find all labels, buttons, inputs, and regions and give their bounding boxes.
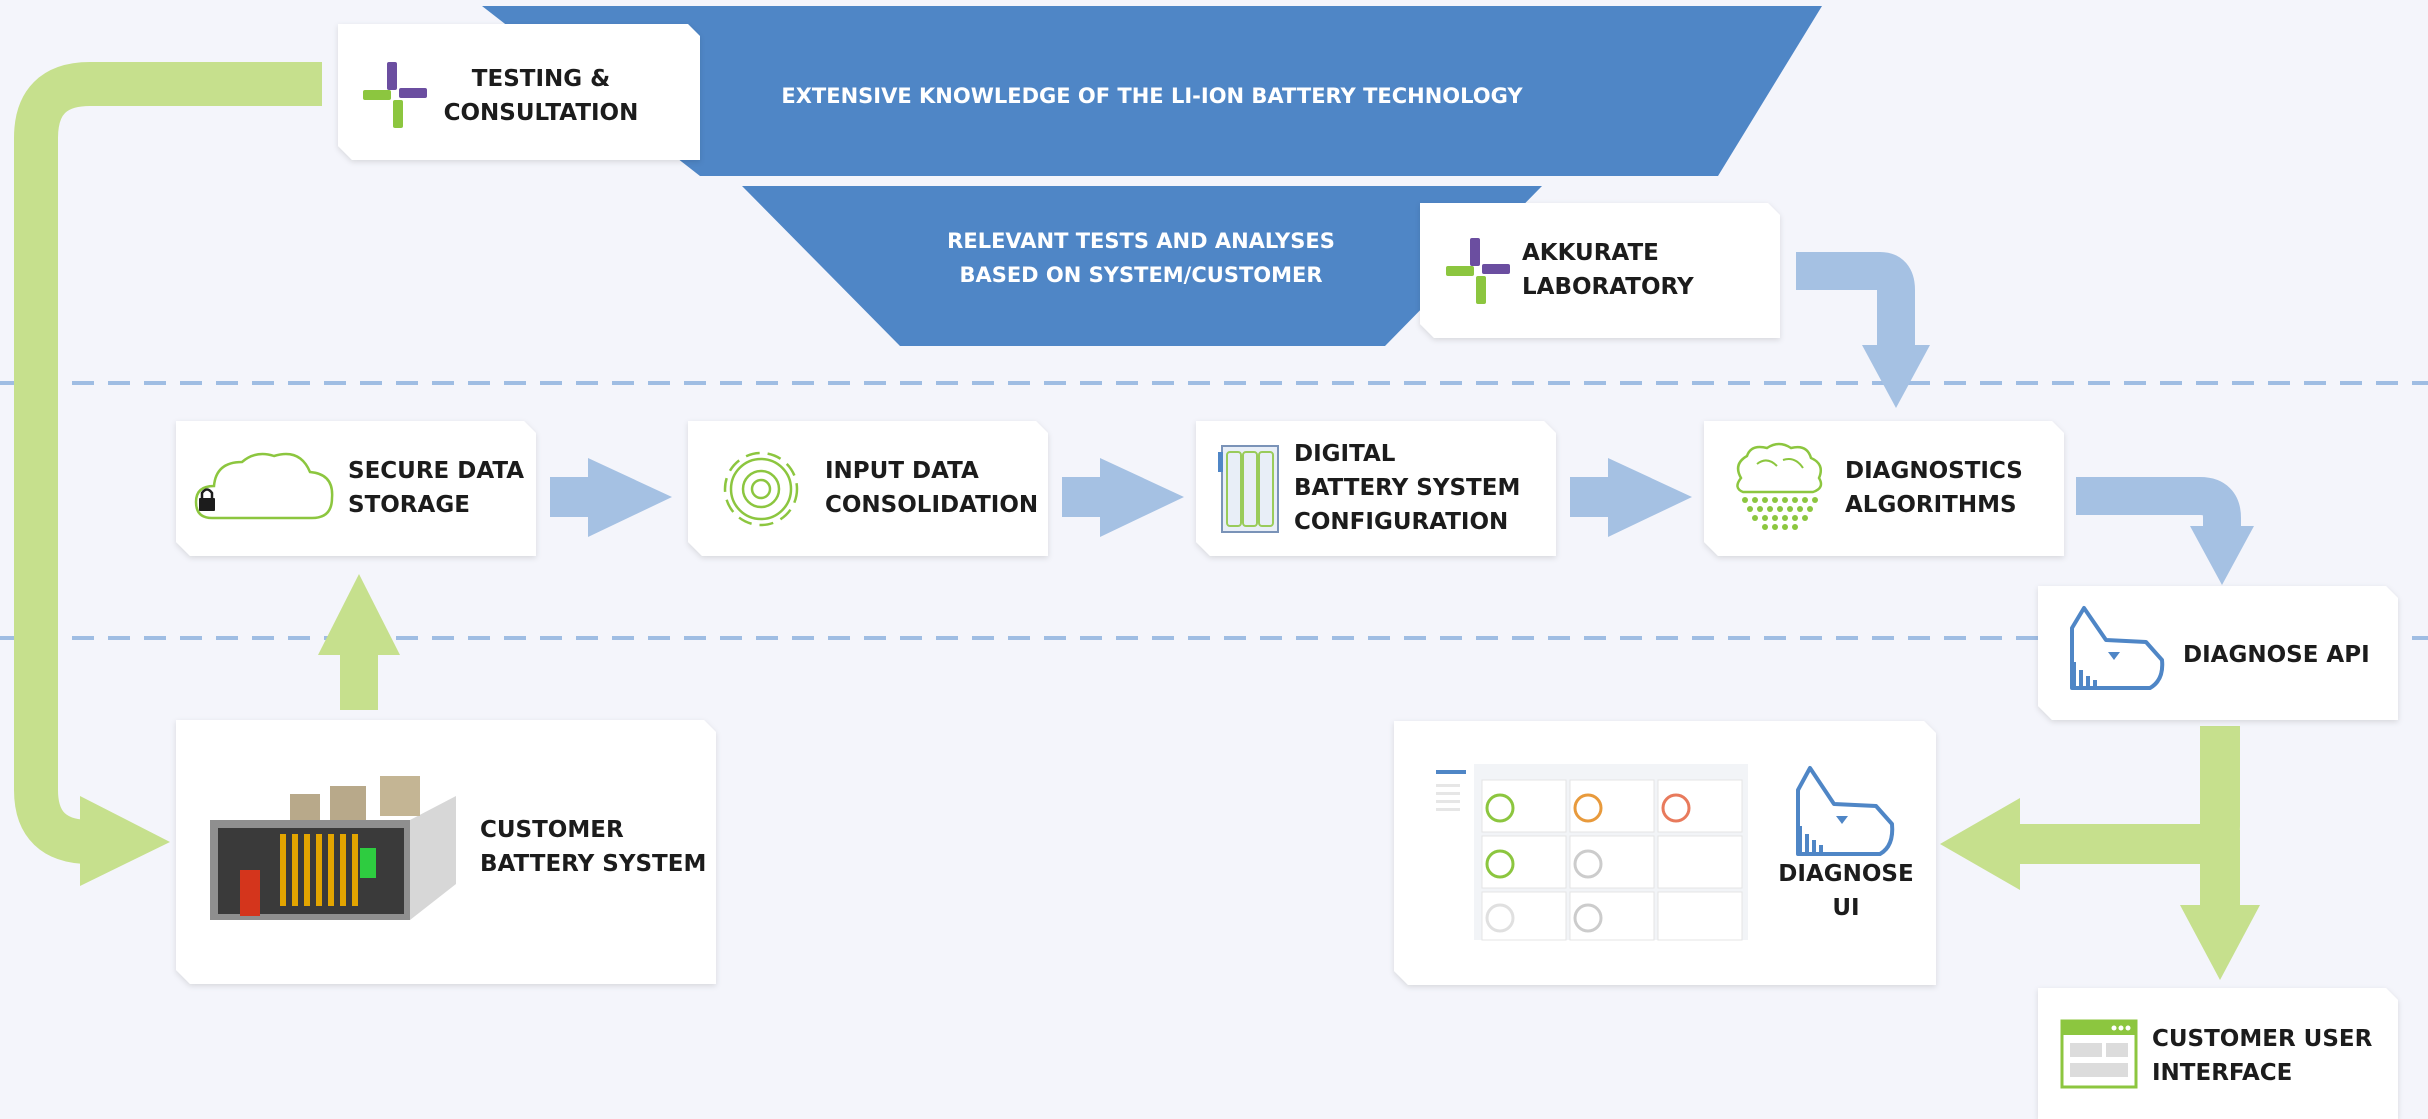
arrow-algorithms-to-api xyxy=(2076,477,2254,585)
storage-line2: STORAGE xyxy=(348,492,470,518)
card-diagnose-api: DIAGNOSE API xyxy=(2038,586,2398,720)
api-label: DIAGNOSE API xyxy=(2183,642,2370,668)
card-diagnostics-algorithms: DIAGNOSTICS ALGORITHMS xyxy=(1704,421,2064,556)
lab-line2: LABORATORY xyxy=(1522,274,1694,300)
browser-window-icon xyxy=(2060,1019,2138,1089)
card-customer-battery-system: CUSTOMER BATTERY SYSTEM xyxy=(176,720,716,984)
up-arrow xyxy=(318,574,400,710)
testing-line2: CONSULTATION xyxy=(444,100,639,126)
lab-plus-icon xyxy=(1446,238,1510,304)
battery-modules-icon xyxy=(1218,445,1279,533)
algorithms-line1: DIAGNOSTICS xyxy=(1845,458,2023,484)
card-akkurate-laboratory: AKKURATE LABORATORY xyxy=(1420,203,1780,338)
customer-ui-line1: CUSTOMER USER xyxy=(2152,1026,2373,1052)
card-digital-battery-config: DIGITAL BATTERY SYSTEM CONFIGURATION xyxy=(1196,421,1556,556)
card-secure-data-storage: SECURE DATA STORAGE xyxy=(176,421,536,556)
tests-banner-line1: RELEVANT TESTS AND ANALYSES xyxy=(947,229,1335,253)
knowledge-banner xyxy=(482,6,1822,176)
tests-banner-line2: BASED ON SYSTEM/CUSTOMER xyxy=(959,263,1322,287)
diagnose-ui-line1: DIAGNOSE xyxy=(1778,861,1913,887)
gear-icon xyxy=(723,451,799,527)
digital-line1: DIGITAL xyxy=(1294,441,1396,467)
card-testing-consultation: TESTING & CONSULTATION xyxy=(338,24,700,160)
arrow-consolidation-to-digital xyxy=(1062,458,1184,537)
akkurate-plus-icon xyxy=(363,62,427,128)
customer-battery-line1: CUSTOMER xyxy=(480,817,624,843)
arrow-storage-to-consolidation xyxy=(550,458,672,537)
consolidation-line2: CONSOLIDATION xyxy=(825,492,1038,518)
diagnose-ui-dog-icon xyxy=(1796,766,1895,856)
battery-container-image xyxy=(210,776,456,920)
consolidation-line1: INPUT DATA xyxy=(825,458,979,484)
card-diagnose-ui: DIAGNOSE UI xyxy=(1394,721,1936,985)
diagnose-ui-line2: UI xyxy=(1832,895,1859,921)
knowledge-banner-text: EXTENSIVE KNOWLEDGE OF THE LI-ION BATTER… xyxy=(781,84,1523,108)
arrow-lab-to-algorithms xyxy=(1796,252,1930,408)
tests-banner xyxy=(742,186,1542,346)
card-input-data-consolidation: INPUT DATA CONSOLIDATION xyxy=(688,421,1048,556)
algorithms-line2: ALGORITHMS xyxy=(1845,492,2017,518)
digital-line3: CONFIGURATION xyxy=(1294,509,1508,535)
feedback-loop-arrow xyxy=(14,62,322,886)
brain-icon xyxy=(1736,442,1823,530)
cloud-lock-icon xyxy=(194,452,334,520)
dog-head-icon xyxy=(2070,606,2165,690)
storage-line1: SECURE DATA xyxy=(348,458,524,484)
testing-line1: TESTING & xyxy=(472,66,610,92)
arrow-api-outputs xyxy=(1940,726,2260,980)
customer-battery-line2: BATTERY SYSTEM xyxy=(480,851,706,877)
customer-ui-line2: INTERFACE xyxy=(2152,1060,2292,1086)
dashboard-screenshot xyxy=(1430,764,1748,941)
digital-line2: BATTERY SYSTEM xyxy=(1294,475,1520,501)
arrow-digital-to-algorithms xyxy=(1570,458,1692,537)
card-customer-user-interface: CUSTOMER USER INTERFACE xyxy=(2038,988,2398,1119)
lab-line1: AKKURATE xyxy=(1522,240,1659,266)
